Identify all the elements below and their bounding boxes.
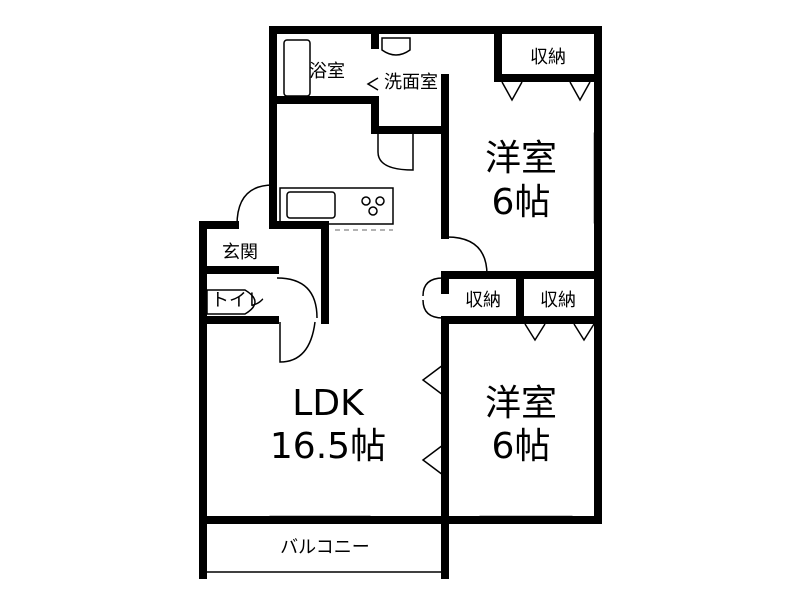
label-storage-top: 収納 [530,47,566,68]
stove-burner [375,196,385,206]
label-toilet: トイレ [211,290,265,311]
stove-burner [361,196,371,206]
label-ldk-name: LDK [292,383,365,424]
door-toilet[interactable] [276,277,318,319]
fixtures [206,37,411,315]
door-storage-top[interactable] [501,81,591,102]
kitchen-counter [279,187,394,225]
stove-burner [368,206,378,216]
door-bath[interactable] [366,77,379,91]
sink [381,37,411,56]
walls [199,26,602,579]
door-bedroom2[interactable] [421,364,444,476]
label-entrance: 玄関 [222,242,258,263]
label-balcony: バルコニー [280,537,370,558]
door-entrance[interactable] [236,184,274,226]
toilet-bowl [206,289,256,315]
door-storage-mid2[interactable] [524,323,595,342]
door-storage[interactable] [422,277,444,319]
bathtub [283,39,311,97]
door-washroom[interactable] [377,132,414,171]
label-bedroom2-size: 6帖 [492,426,551,467]
doors [236,77,595,476]
label-bath: 浴室 [309,61,345,82]
label-storage-mid1: 収納 [465,290,501,311]
door-bedroom1[interactable] [446,236,488,276]
label-storage-mid2: 収納 [540,290,576,311]
door-hall[interactable] [279,321,316,363]
kitchen-sink [286,191,336,219]
label-washroom: 洗面室 [384,72,438,93]
label-bedroom1-name: 洋室 [485,138,557,179]
label-ldk-size: 16.5帖 [270,426,386,467]
label-bedroom2-name: 洋室 [485,383,557,424]
label-bedroom1-size: 6帖 [492,182,551,223]
